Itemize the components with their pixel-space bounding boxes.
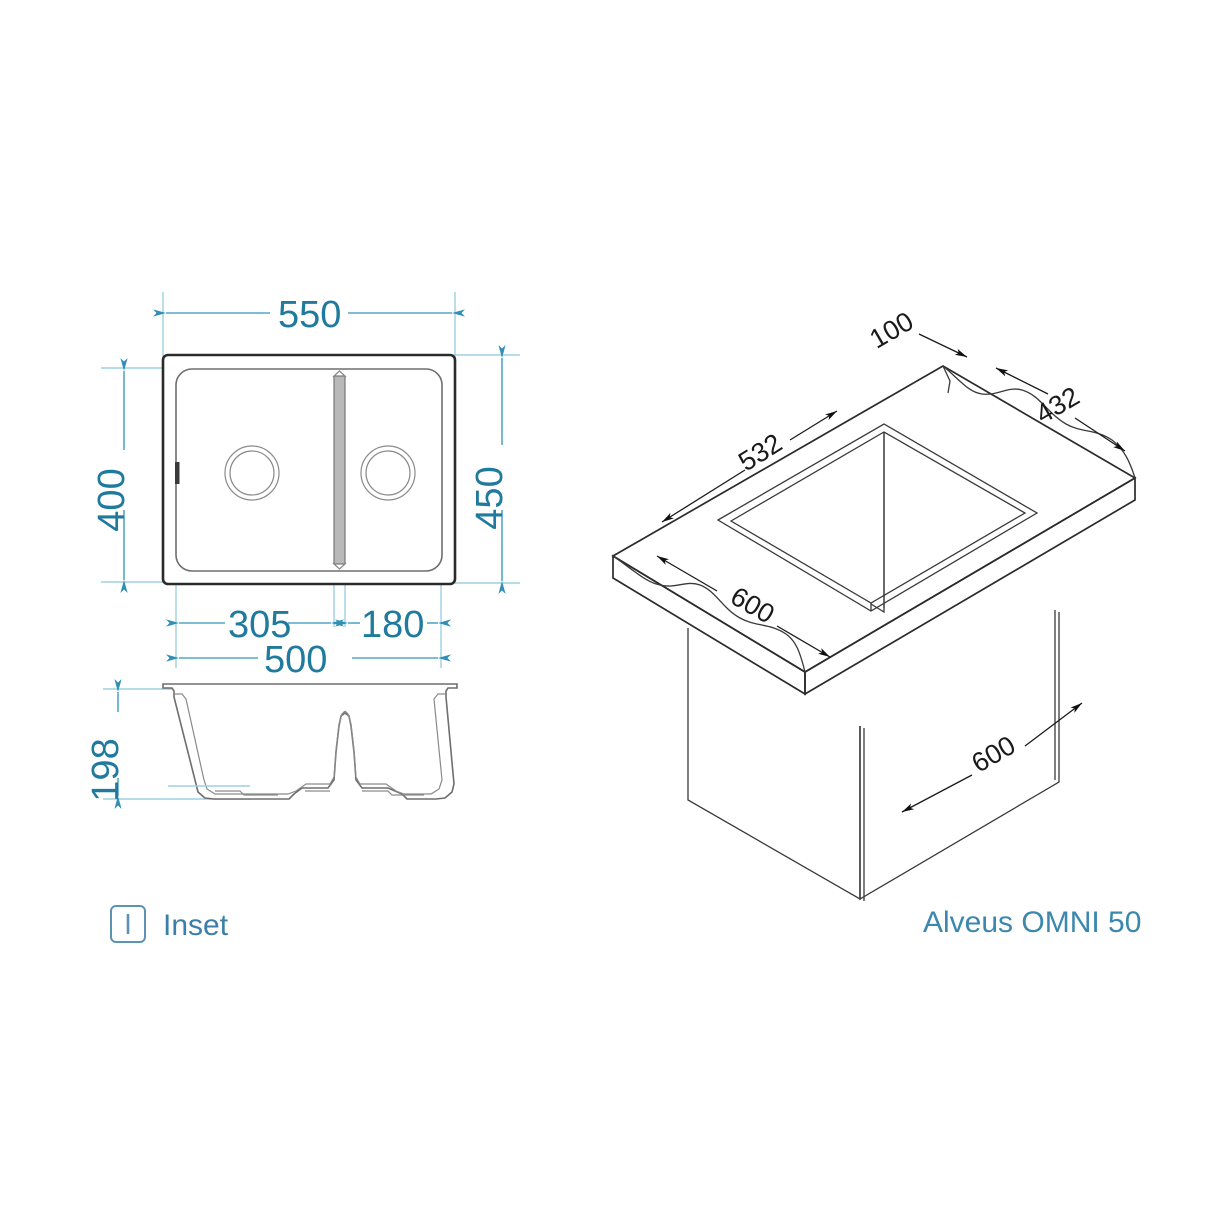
drain-holes bbox=[224, 445, 416, 501]
iso-view-group: 100 432 532 600 bbox=[611, 306, 1137, 901]
cabinet-outline bbox=[687, 610, 1060, 901]
dimension-305-label: 305 bbox=[228, 604, 291, 646]
sink-plan-outline bbox=[161, 353, 457, 586]
dimension-600-b-label: 600 bbox=[966, 730, 1020, 779]
dimension-198-label: 198 bbox=[85, 738, 127, 801]
worktop-break-line-left bbox=[612, 555, 806, 673]
dimension-532-label: 532 bbox=[733, 428, 787, 477]
dimension-305-180: 305 180 bbox=[166, 604, 451, 646]
iso-bowl-divider bbox=[870, 432, 885, 611]
right-drain-outer bbox=[360, 445, 416, 501]
sink-bowl-rect bbox=[175, 368, 443, 572]
section-left-base-detail bbox=[215, 790, 278, 796]
dimension-432: 432 bbox=[995, 367, 1126, 452]
product-title-group: Alveus OMNI 50 bbox=[923, 906, 1141, 939]
divider-top-cap bbox=[332, 370, 347, 378]
dimension-198: 198 bbox=[85, 679, 127, 809]
dimension-400: 400 bbox=[91, 358, 133, 593]
section-inner-left bbox=[174, 693, 346, 795]
dimension-400-label: 400 bbox=[91, 468, 133, 531]
dimension-600-a-label: 600 bbox=[725, 581, 779, 630]
dimension-500: 500 bbox=[166, 639, 451, 681]
right-drain-inner bbox=[365, 450, 411, 496]
dimension-180-label: 180 bbox=[361, 604, 424, 646]
left-drain-inner bbox=[229, 450, 275, 496]
dimension-100: 100 bbox=[864, 306, 968, 358]
dimension-550: 550 bbox=[153, 294, 465, 336]
legend-group: Inset bbox=[110, 905, 229, 943]
top-view-extension-lines bbox=[101, 292, 520, 668]
page-title: Alveus OMNI 50 bbox=[923, 906, 1141, 939]
sink-section-profile bbox=[162, 683, 458, 800]
cabinet-right-panel bbox=[859, 612, 1060, 901]
cabinet-left-panel bbox=[687, 628, 861, 901]
section-inner-right bbox=[344, 693, 446, 795]
overflow-slot bbox=[175, 462, 180, 484]
section-right-base-detail bbox=[362, 790, 424, 796]
left-drain-outer bbox=[224, 445, 280, 501]
section-outer-wall bbox=[162, 683, 458, 800]
top-view-group: 550 400 450 bbox=[91, 292, 520, 681]
divider-bottom-cap bbox=[332, 562, 347, 570]
dimension-550-label: 550 bbox=[278, 294, 341, 336]
cutout-aperture-outer bbox=[716, 423, 1039, 612]
cutout-aperture-inner bbox=[729, 431, 1027, 604]
worktop-right-edge bbox=[804, 476, 1136, 696]
dimension-450: 450 bbox=[469, 345, 511, 594]
dimension-100-label: 100 bbox=[864, 306, 918, 355]
iso-bowl-divider-2 bbox=[870, 432, 885, 614]
dimension-450-label: 450 bbox=[469, 466, 511, 529]
bowl-divider bbox=[333, 375, 346, 565]
section-view-group: 198 bbox=[85, 679, 458, 809]
dimension-500-label: 500 bbox=[264, 639, 327, 681]
worktop-corner-chamfer bbox=[942, 365, 951, 394]
mounting-type-label: Inset bbox=[163, 909, 229, 942]
